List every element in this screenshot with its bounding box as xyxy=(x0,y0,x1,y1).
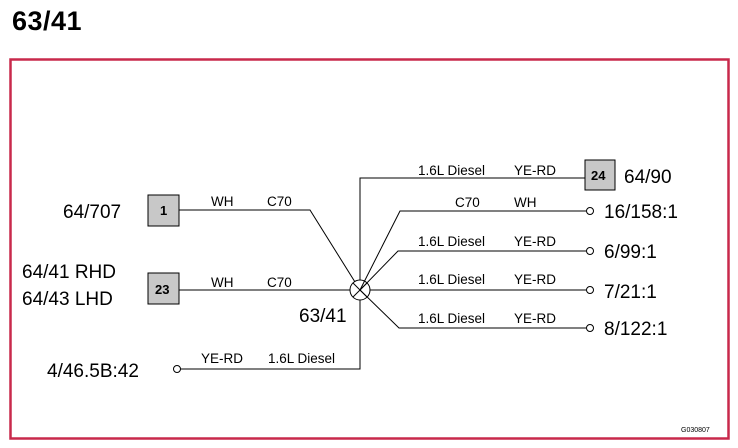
right-terminal-4-wire xyxy=(359,289,586,329)
connector-24-box xyxy=(584,159,616,191)
right-terminal-7-21-1[interactable]: 1.6L Diesel YE-RD 7/21:1 xyxy=(370,272,657,303)
right-terminal-2-variant: 1.6L Diesel xyxy=(418,234,485,249)
connector-24-wire xyxy=(359,177,585,280)
bottom-terminal-label: 4/46.5B:42 xyxy=(47,361,139,382)
connector-1-box xyxy=(147,194,180,227)
right-terminal-3-wire-color: YE-RD xyxy=(514,272,556,287)
right-terminal-6-99-1[interactable]: 1.6L Diesel YE-RD 6/99:1 xyxy=(359,234,657,291)
right-terminal-4-wire-color: YE-RD xyxy=(514,311,556,326)
connector-24-number: 24 xyxy=(591,168,606,183)
connector-1-number: 1 xyxy=(160,203,167,218)
bottom-terminal-pin xyxy=(173,365,181,373)
right-terminal-3-label: 7/21:1 xyxy=(604,282,657,303)
connector-23-label-rhd: 64/41 RHD xyxy=(22,262,116,283)
right-terminal-1-wire-color: WH xyxy=(514,195,537,210)
bottom-terminal[interactable]: 4/46.5B:42 YE-RD 1.6L Diesel xyxy=(47,300,361,382)
connector-23-circuit: C70 xyxy=(267,275,292,290)
figure-code: G030807 xyxy=(681,427,710,434)
connector-24-label: 64/90 xyxy=(624,167,672,188)
right-terminal-1-label: 16/158:1 xyxy=(604,202,678,223)
connector-1-wire xyxy=(179,209,361,291)
bottom-terminal-variant: 1.6L Diesel xyxy=(268,351,335,366)
right-terminal-1-pin xyxy=(586,207,594,215)
right-terminal-8-122-1[interactable]: 1.6L Diesel YE-RD 8/122:1 xyxy=(359,289,667,340)
splice-63-41[interactable]: 63/41 xyxy=(299,279,371,327)
bottom-terminal-wire xyxy=(180,300,361,370)
connector-23-label-lhd: 64/43 LHD xyxy=(22,289,113,310)
connector-1-wire-color: WH xyxy=(211,194,234,209)
connector-23-number: 23 xyxy=(155,282,169,297)
connector-23[interactable]: 64/41 RHD 64/43 LHD 23 WH C70 xyxy=(22,262,350,310)
right-terminal-3-variant: 1.6L Diesel xyxy=(418,272,485,287)
connector-23-box xyxy=(147,272,180,305)
connector-1-label: 64/707 xyxy=(63,202,121,223)
connector-1-circuit: C70 xyxy=(267,194,292,209)
bottom-terminal-wire-color: YE-RD xyxy=(201,351,243,366)
right-terminal-1-circuit: C70 xyxy=(455,195,480,210)
page-title: 63/41 xyxy=(12,6,83,36)
right-terminal-2-wire xyxy=(359,250,586,291)
diagram-frame xyxy=(9,58,730,440)
right-terminal-2-wire-color: YE-RD xyxy=(514,234,556,249)
right-terminal-4-label: 8/122:1 xyxy=(604,319,667,340)
connector-24[interactable]: 1.6L Diesel YE-RD 24 64/90 xyxy=(359,159,672,280)
right-terminal-4-variant: 1.6L Diesel xyxy=(418,311,485,326)
connector-24-wire-color: YE-RD xyxy=(514,163,556,178)
connector-24-variant: 1.6L Diesel xyxy=(418,163,485,178)
right-terminal-1-wire xyxy=(359,210,586,291)
right-terminal-16-158-1[interactable]: C70 WH 16/158:1 xyxy=(359,195,678,291)
connector-23-wire-color: WH xyxy=(211,275,234,290)
connector-1[interactable]: 64/707 1 WH C70 xyxy=(63,194,361,291)
right-terminal-2-label: 6/99:1 xyxy=(604,242,657,263)
splice-label: 63/41 xyxy=(299,306,347,327)
right-terminal-3-pin xyxy=(586,286,594,294)
right-terminal-2-pin xyxy=(586,247,594,255)
right-terminal-4-pin xyxy=(586,324,594,332)
